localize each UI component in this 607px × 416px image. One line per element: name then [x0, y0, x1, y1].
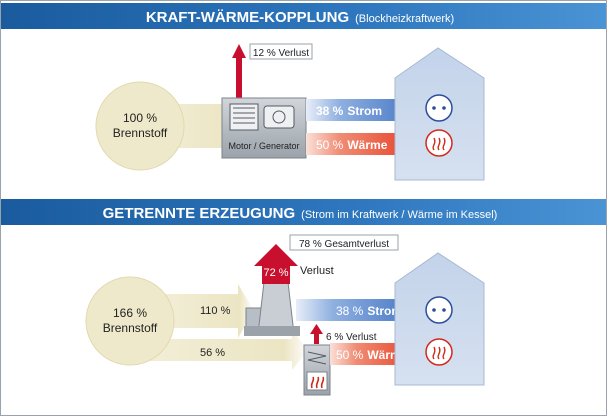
generator-block-icon: [263, 105, 295, 129]
machine-label: Motor / Generator: [228, 141, 299, 151]
kwk-heat-arrow: [306, 126, 418, 162]
getrennt-fuel-circle: [85, 276, 175, 366]
kwk-loss-arrow-head: [232, 44, 246, 58]
kwk-socket-pin-left-icon: [432, 106, 436, 110]
kwk-title: KRAFT-WÄRME-KOPPLUNG(Blockheizkraftwerk): [146, 9, 454, 26]
getrennt-fuel-percent: 166 %: [113, 306, 147, 320]
kwk-fuel-percent: 100 %: [123, 111, 157, 125]
getrennt-title: GETRENNTE ERZEUGUNG(Strom im Kraftwerk /…: [103, 205, 498, 222]
plant-loss-label: Verlust: [300, 265, 334, 277]
getrennt-power-arrow: [296, 292, 418, 328]
plant-input-pct: 110 %: [200, 305, 231, 317]
kwk-title-band: [1, 3, 606, 29]
boiler-input-pct: 56 %: [200, 347, 225, 359]
getrennt-heat-waves-icon: [432, 346, 446, 360]
plant-loss-arrow: [254, 244, 298, 284]
kwk-socket-icon: [425, 94, 453, 122]
kwk-loss-text: 12 % Verlust: [253, 48, 309, 59]
kwk-socket-pin-right-icon: [442, 106, 446, 110]
getrennt-power-label: 38 %Strom: [336, 304, 402, 318]
kwk-loss-box: [249, 43, 313, 60]
getrennt-socket-pin-left-icon: [432, 308, 436, 312]
getrennt-title-band: [1, 199, 606, 225]
boiler-coil-icon: [307, 351, 327, 365]
kwk-heat-waves-icon: [432, 137, 446, 151]
power-plant-base-icon: [244, 326, 300, 336]
kwk-fuel-label: Brennstoff: [113, 126, 168, 140]
generator-rotor-icon: [272, 110, 286, 124]
boiler-input-arrow: [150, 330, 308, 370]
motor-fins-icon: [233, 107, 255, 124]
getrennt-fuel-label: Brennstoff: [103, 321, 158, 335]
boiler-flame-icon: [310, 376, 325, 389]
kwk-heat-label: 50 %Wärme: [316, 138, 388, 152]
kwk-power-arrow: [306, 92, 418, 128]
plant-loss-pct: 72 %: [263, 267, 288, 279]
total-loss-text: 78 % Gesamtverlust: [299, 239, 389, 250]
total-loss-box: [289, 234, 399, 251]
boiler-loss-arrow-head: [310, 324, 323, 334]
plant-input-arrow: [160, 284, 254, 338]
getrennt-socket-icon: [425, 296, 453, 324]
kwk-loss-arrow-shaft: [236, 58, 242, 98]
kwk-fuel-circle: [95, 81, 185, 171]
boiler-loss-arrow-shaft: [314, 334, 319, 344]
getrennt-socket-pin-right-icon: [442, 308, 446, 312]
boiler-loss-text: 6 % Verlust: [326, 332, 377, 343]
kwk-power-label: 38 %Strom: [316, 104, 382, 118]
